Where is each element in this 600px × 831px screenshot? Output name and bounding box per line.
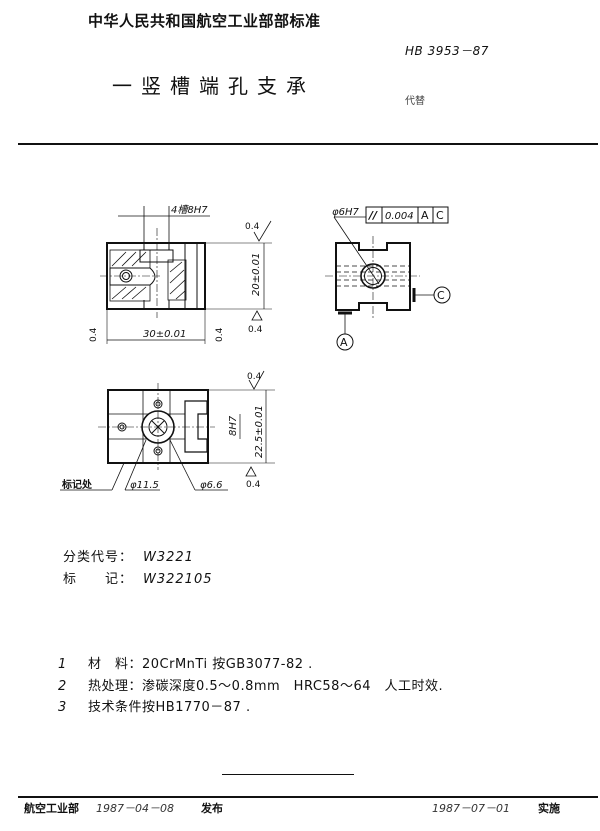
publish-date: 1987－04－08 <box>96 802 174 815</box>
svg-text:0.004: 0.004 <box>385 211 414 222</box>
technical-drawing: 4槽8H7 20±0.01 30±0.01 0.4 0.4 0.4 0.4 φ6… <box>60 204 451 491</box>
footer-divider <box>18 796 598 798</box>
hole-callout: φ6H7 <box>332 207 359 218</box>
datum-a-label: A <box>340 336 348 349</box>
footer-issuer: 航空工业部 <box>24 802 79 815</box>
svg-text:0.4: 0.4 <box>247 372 262 382</box>
diameter-11-5: φ11.5 <box>130 480 159 491</box>
slot-width-dimension: 8H7 <box>228 415 239 436</box>
classification-code-value: W3221 <box>143 550 194 565</box>
effective-label: 实施 <box>538 802 560 815</box>
width-dimension: 30±0.01 <box>143 329 186 340</box>
marking-label: 标 记： <box>63 572 134 587</box>
document-title: 一竖槽端孔支承 <box>112 74 315 98</box>
issuing-organization: 中华人民共和国航空工业部部标准 <box>88 12 321 30</box>
height-dimension-top: 22.5±0.01 <box>254 405 265 458</box>
note-item: 1 材 料：20CrMnTi 按GB3077-82 . <box>58 657 313 672</box>
svg-text:0.4: 0.4 <box>248 325 263 335</box>
marking-value: W322105 <box>143 572 213 587</box>
svg-text://: // <box>367 209 378 222</box>
height-dimension: 20±0.01 <box>251 253 262 296</box>
effective-date: 1987－07－01 <box>432 802 510 815</box>
svg-text:0.4: 0.4 <box>215 327 225 342</box>
replaces-label: 代替 <box>405 96 425 107</box>
slot-callout: 4槽8H7 <box>171 204 208 216</box>
svg-text:C: C <box>436 209 444 222</box>
svg-text:0.4: 0.4 <box>246 480 261 490</box>
svg-text:0.4: 0.4 <box>245 222 260 232</box>
publish-label: 发布 <box>201 802 223 815</box>
svg-text:0.4: 0.4 <box>89 327 99 342</box>
classification-codes: 分类代号： W3221 标 记： W322105 <box>63 547 212 591</box>
note-item: 2 热处理：渗碳深度0.5～0.8mm HRC58～64 人工时效. <box>58 678 444 694</box>
marking-location-label: 标记处 <box>61 478 93 491</box>
note-item: 3 技术条件按HB1770－87 . <box>58 700 251 715</box>
end-rule <box>222 774 354 775</box>
side-view: φ6H7 // 0.004 A C A C <box>325 206 451 351</box>
top-view: 8H7 22.5±0.01 标记处 φ11.5 φ6.6 0.4 0.4 <box>60 370 275 491</box>
header-divider <box>18 143 598 145</box>
front-view: 4槽8H7 20±0.01 30±0.01 0.4 0.4 0.4 0.4 <box>89 204 272 344</box>
classification-code-label: 分类代号： <box>63 550 134 565</box>
datum-c-label: C <box>437 289 445 302</box>
technical-notes: 1 材 料：20CrMnTi 按GB3077-82 . 2 热处理：渗碳深度0.… <box>58 654 443 719</box>
svg-text:A: A <box>421 209 429 222</box>
diameter-6-6: φ6.6 <box>200 480 223 491</box>
standard-number: HB 3953－87 <box>405 44 489 58</box>
